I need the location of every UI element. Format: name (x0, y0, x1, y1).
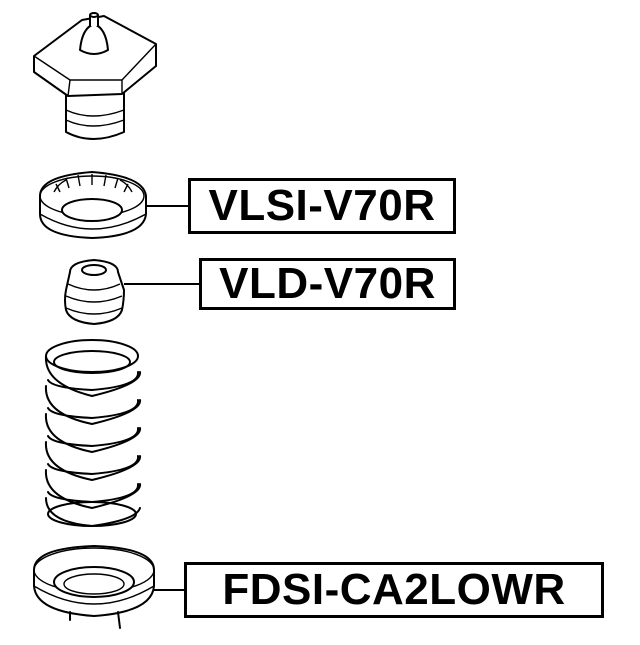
coil-spring (44, 339, 141, 527)
part-number-label: FDSI-CA2LOWR (184, 562, 604, 618)
bump-stop (64, 259, 125, 325)
part-number-label: VLD-V70R (199, 258, 456, 310)
lower-spring-seat (33, 545, 155, 629)
part-number-label: VLSI-V70R (188, 178, 456, 234)
strut-bearing (39, 171, 147, 239)
strut-top-mount (33, 12, 157, 140)
